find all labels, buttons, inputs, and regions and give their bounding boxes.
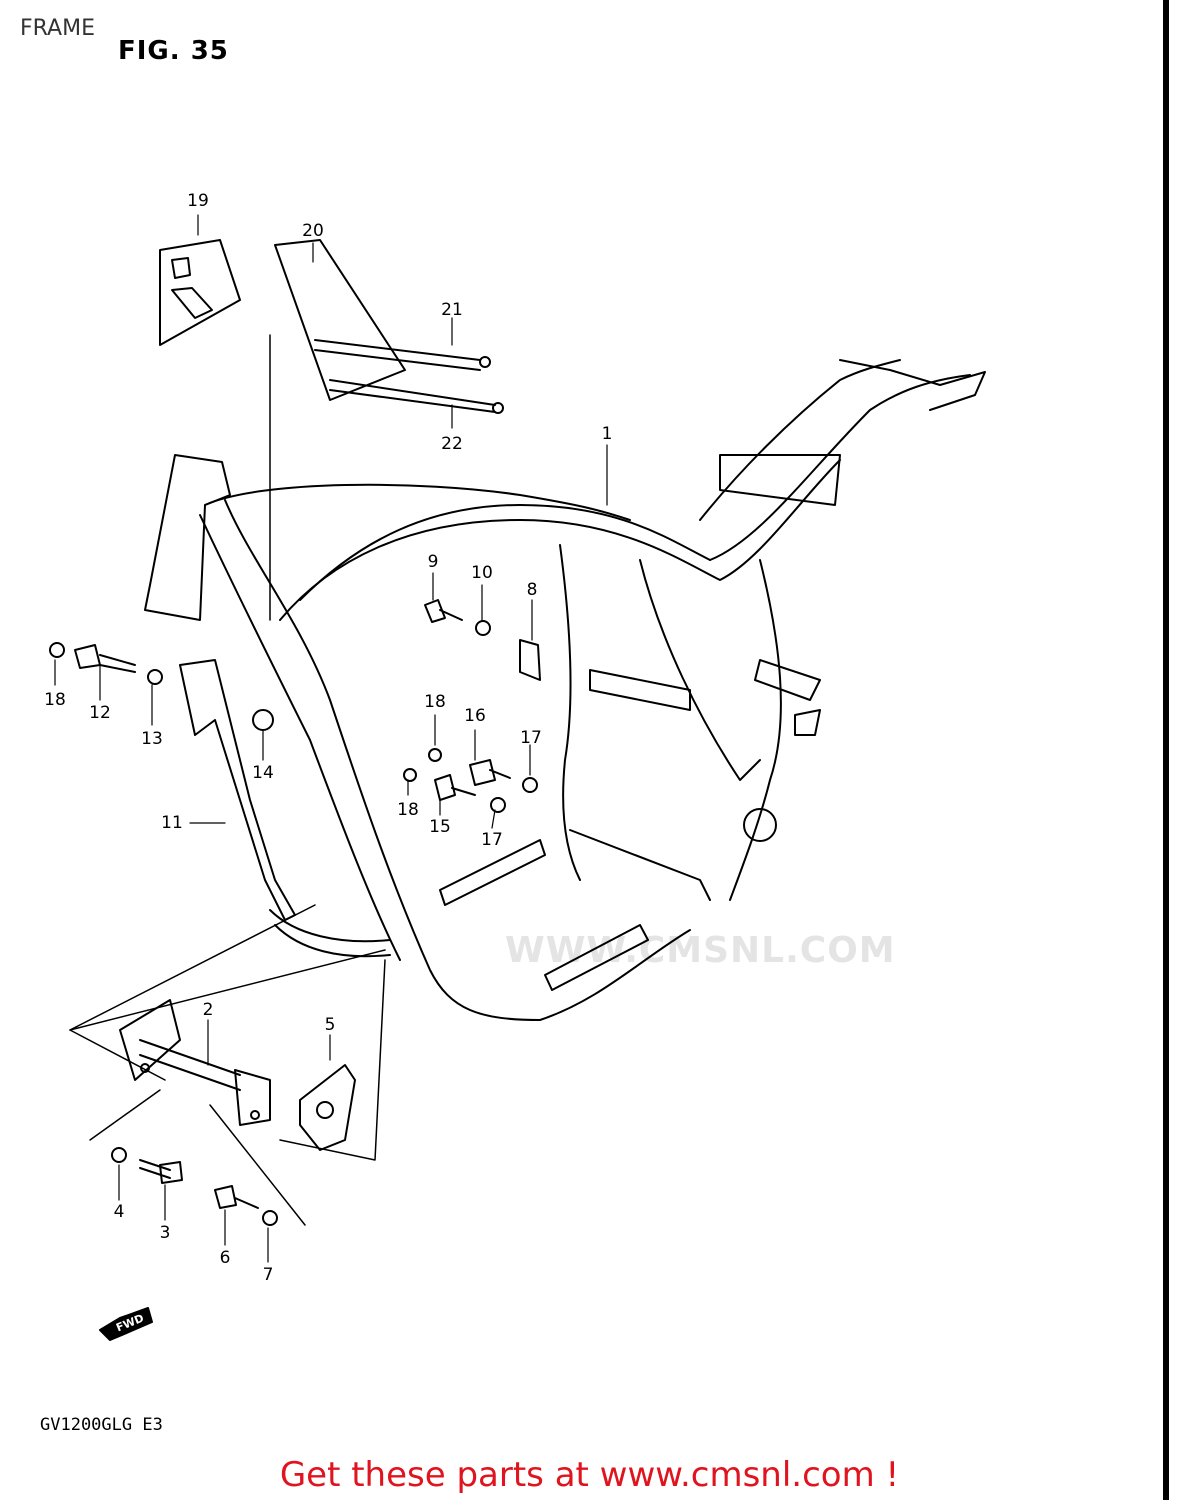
explode-guide-lines — [69, 334, 386, 1226]
callout-8: 8 — [526, 580, 538, 600]
callout-16: 16 — [464, 706, 486, 726]
callout-9: 9 — [427, 552, 439, 572]
watermark-text: WWW.CMSNL.COM — [505, 930, 896, 971]
callout-3: 3 — [159, 1223, 171, 1243]
callout-10: 10 — [471, 563, 493, 583]
section-label: FRAME — [20, 16, 95, 41]
callout-17-bottom: 17 — [481, 830, 503, 850]
model-code: GV1200GLG E3 — [40, 1415, 163, 1435]
callout-2: 2 — [202, 1000, 214, 1020]
callout-13: 13 — [141, 729, 163, 749]
callout-7: 7 — [262, 1265, 274, 1285]
cradle-tube-part-11 — [179, 659, 391, 958]
callout-6: 6 — [219, 1248, 231, 1268]
callout-leaders — [54, 214, 608, 1263]
callout-18-lower: 18 — [397, 800, 419, 820]
callout-15: 15 — [429, 817, 451, 837]
callout-19: 19 — [187, 191, 209, 211]
callout-5: 5 — [324, 1015, 336, 1035]
fasteners — [49, 239, 541, 1226]
main-frame-part-1 — [144, 359, 986, 1021]
callout-18-left: 18 — [44, 690, 66, 710]
cta-link[interactable]: Get these parts at www.cmsnl.com ! — [279, 1455, 900, 1495]
callout-1: 1 — [601, 424, 613, 444]
bracket-tube-part-2 — [119, 999, 271, 1126]
callout-21: 21 — [441, 300, 463, 320]
plate-part-5 — [299, 1064, 356, 1151]
callout-14: 14 — [252, 763, 274, 783]
page-edge-border — [1163, 0, 1169, 1500]
callout-22: 22 — [441, 434, 463, 454]
callout-18-middle: 18 — [424, 692, 446, 712]
figure-title: FIG. 35 — [118, 36, 229, 66]
callout-17-top: 17 — [520, 728, 542, 748]
callout-12: 12 — [89, 703, 111, 723]
fwd-arrow-icon — [99, 1307, 153, 1341]
callout-11: 11 — [161, 813, 183, 833]
callout-4: 4 — [113, 1202, 125, 1222]
callout-20: 20 — [302, 221, 324, 241]
